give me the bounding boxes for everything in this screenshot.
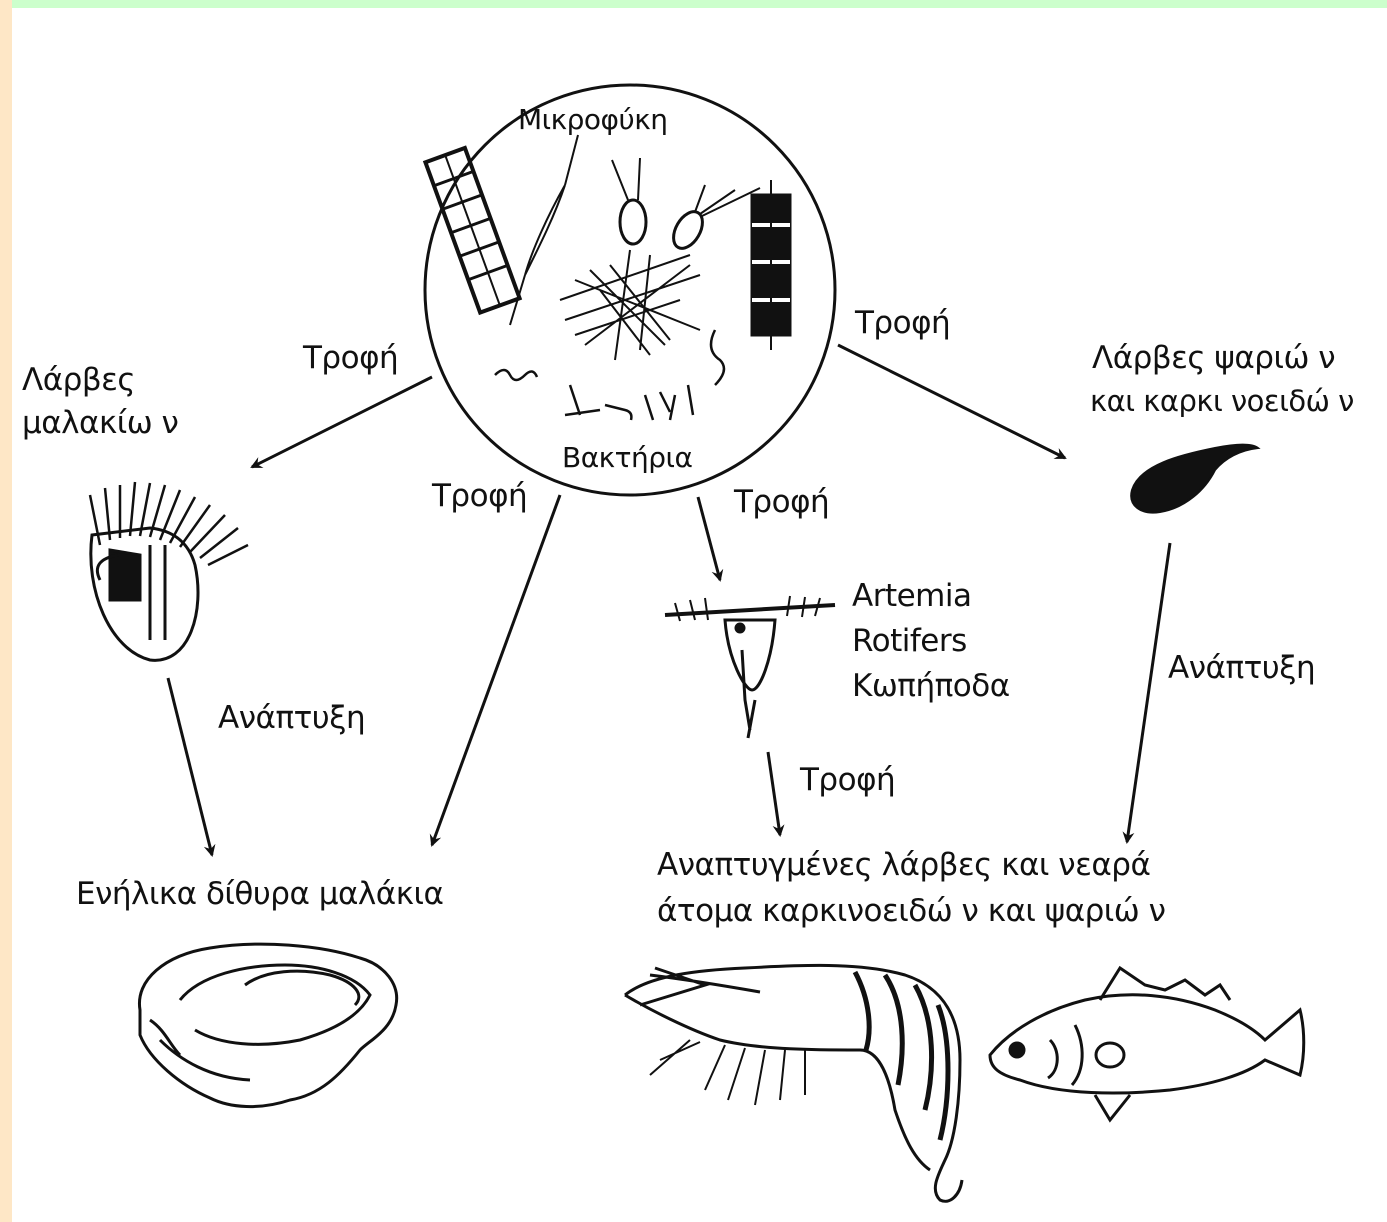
- label-juveniles-line2: άτομα καρκινοειδώ ν και ψαριώ ν: [657, 893, 1165, 929]
- label-microalgae: Μικροφύκη: [518, 102, 667, 138]
- label-adult-bivalves: Ενήλικα δίθυρα μαλάκια: [76, 876, 443, 912]
- label-zooplankton-line3: Κωπήποδα: [852, 668, 1010, 704]
- label-food-mid-right: Τροφή: [734, 484, 829, 520]
- label-growth-right: Ανάπτυξη: [1168, 650, 1315, 686]
- label-food-right-top: Τροφή: [855, 305, 950, 341]
- fish-icon: [990, 968, 1304, 1120]
- label-mollusc-larvae-line2: μαλακίω ν: [22, 405, 178, 441]
- oyster-icon: [139, 944, 396, 1106]
- arrow-algae-to-fish-larvae: [838, 345, 1065, 458]
- label-fish-larvae-line2: και καρκι νοειδώ ν: [1090, 383, 1354, 419]
- label-zooplankton-line2: Rotifers: [852, 623, 967, 659]
- label-fish-larvae-line1: Λάρβες ψαριώ ν: [1092, 340, 1335, 376]
- label-food-bottom: Τροφή: [800, 762, 895, 798]
- label-growth-left: Ανάπτυξη: [218, 700, 365, 736]
- arrow-fish-larvae-growth: [1127, 543, 1170, 842]
- arrows: [168, 345, 1170, 855]
- label-food-mid-left: Τροφή: [432, 478, 527, 514]
- label-food-left-top: Τροφή: [303, 340, 398, 376]
- arrow-mollusc-larvae-growth: [168, 678, 212, 855]
- label-bacteria: Βακτήρια: [562, 440, 692, 476]
- arrow-algae-to-adult-bivalves: [432, 495, 560, 845]
- shrimp-icon: [625, 965, 962, 1201]
- copepod-icon: [665, 596, 835, 738]
- oyster-larva-icon: [90, 482, 248, 660]
- label-zooplankton-line1: Artemia: [852, 578, 972, 614]
- fish-larva-icon: [1131, 445, 1258, 513]
- label-juveniles-line1: Αναπτυγμένες λάρβες και νεαρά: [657, 847, 1150, 883]
- microalgae-circle-icon: [425, 85, 835, 495]
- arrow-algae-to-mollusc-larvae: [252, 377, 432, 467]
- label-mollusc-larvae-line1: Λάρβες: [22, 362, 135, 398]
- arrow-algae-to-zooplankton: [698, 497, 720, 580]
- arrow-zooplankton-to-juveniles: [768, 752, 780, 835]
